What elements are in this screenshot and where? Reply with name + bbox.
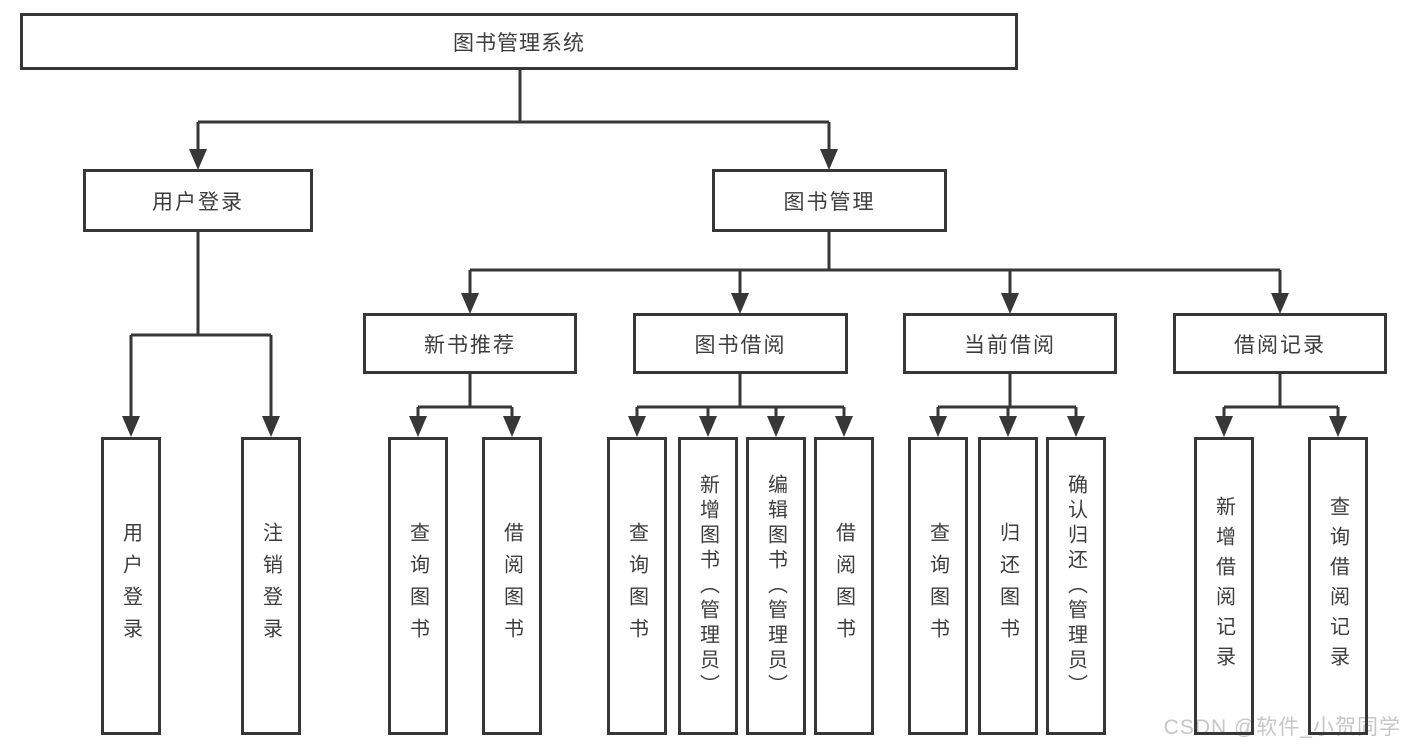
leaf-node-label: 新增图书（管理员） [696, 473, 719, 699]
leaf-node-label: 确认归还（管理员） [1064, 473, 1087, 699]
leaf-node-add-books-admin: 新增图书（管理员） [678, 437, 738, 735]
module-node-label: 图书借阅 [694, 333, 787, 357]
branch-node-book-management: 图书管理 [712, 169, 947, 232]
csdn-watermark: CSDN @软件_小贺同学 [1163, 716, 1401, 739]
leaf-node-confirm-return-admin: 确认归还（管理员） [1046, 437, 1106, 735]
leaf-node-query-books-recommend: 查询图书 [388, 437, 448, 735]
leaf-node-borrow-books: 借阅图书 [814, 437, 874, 735]
leaf-node-label: 归还图书 [996, 522, 1019, 650]
leaf-node-label: 注销登录 [259, 522, 282, 650]
leaf-node-return-books: 归还图书 [978, 437, 1038, 735]
connector-lines [129, 70, 1340, 419]
leaf-node-label: 借阅图书 [500, 522, 523, 650]
leaf-node-label: 查询借阅记录 [1326, 496, 1349, 676]
module-node-new-book-recommend: 新书推荐 [363, 313, 577, 374]
leaf-node-label: 新增借阅记录 [1212, 496, 1235, 676]
branch-node-label: 图书管理 [783, 190, 876, 214]
root-node-library-system: 图书管理系统 [20, 13, 1018, 70]
leaf-node-query-borrow-record: 查询借阅记录 [1308, 437, 1368, 735]
branch-node-label: 用户登录 [152, 190, 244, 214]
leaf-node-edit-books-admin: 编辑图书（管理员） [746, 437, 806, 735]
leaf-node-logout: 注销登录 [241, 437, 301, 735]
leaf-node-query-books-borrow: 查询图书 [607, 437, 667, 735]
leaf-node-label: 借阅图书 [832, 522, 855, 650]
leaf-node-label: 查询图书 [625, 522, 648, 650]
leaf-node-label: 查询图书 [406, 522, 429, 650]
root-node-label: 图书管理系统 [453, 31, 585, 55]
leaf-node-label: 编辑图书（管理员） [764, 473, 787, 699]
module-node-label: 新书推荐 [424, 333, 516, 357]
leaf-node-user-login: 用户登录 [101, 437, 161, 735]
branch-node-user-login: 用户登录 [83, 169, 313, 232]
leaf-node-add-borrow-record: 新增借阅记录 [1194, 437, 1254, 735]
leaf-node-query-books-current: 查询图书 [908, 437, 968, 735]
module-node-label: 当前借阅 [964, 333, 1056, 357]
arrowheads [122, 149, 1347, 437]
leaf-node-label: 用户登录 [119, 522, 142, 650]
leaf-node-label: 查询图书 [926, 522, 949, 650]
module-node-borrow-records: 借阅记录 [1173, 313, 1387, 374]
module-node-current-borrow: 当前借阅 [903, 313, 1117, 374]
leaf-node-borrow-books-recommend: 借阅图书 [482, 437, 542, 735]
module-node-book-borrow: 图书借阅 [633, 313, 848, 374]
module-node-label: 借阅记录 [1234, 333, 1326, 357]
